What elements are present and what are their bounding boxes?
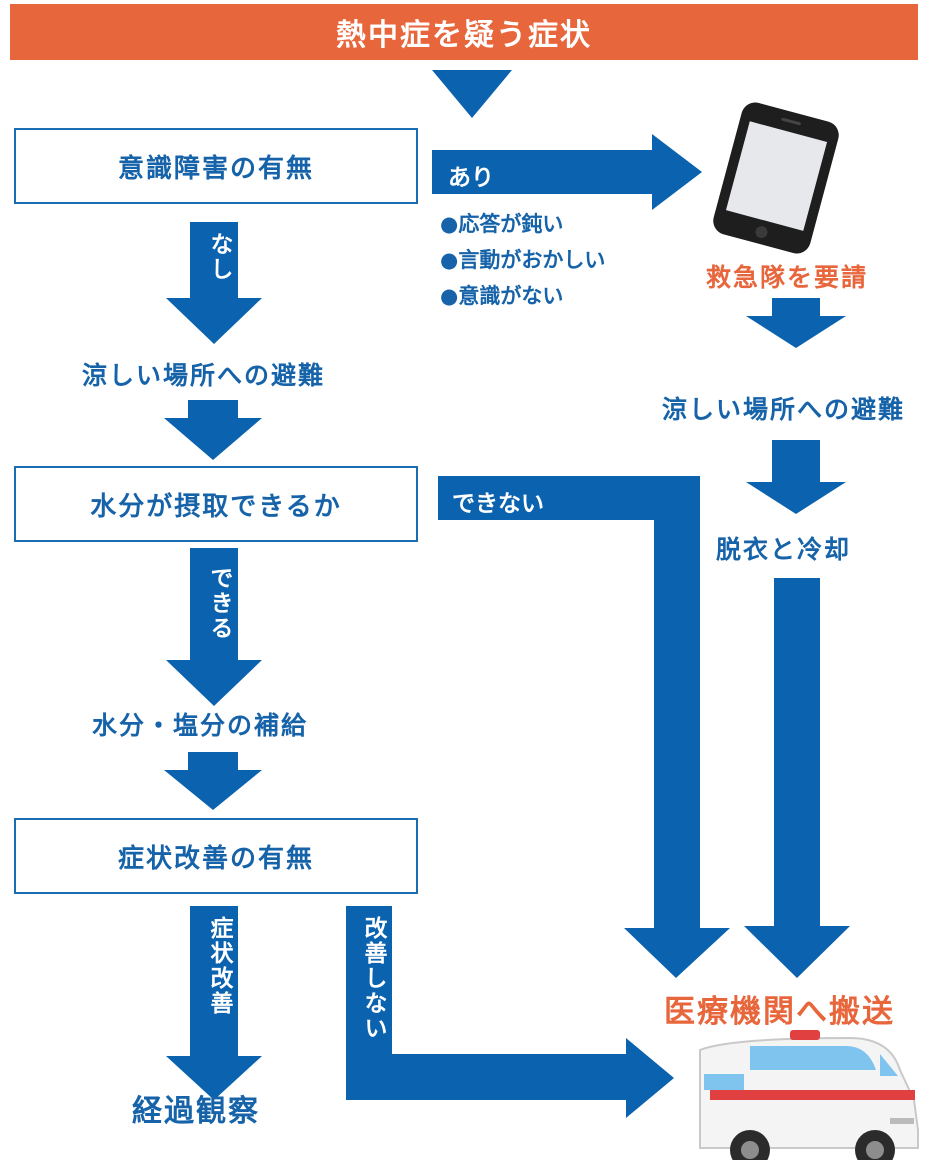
arrow-cannot — [438, 476, 730, 978]
arrow-improved-down — [166, 906, 262, 1100]
step-hydration: 水分・塩分の補給 — [92, 711, 309, 740]
label-cannot: できない — [452, 491, 544, 517]
box-improvement: 症状改善の有無 — [14, 818, 418, 894]
arrow-none-down — [166, 222, 262, 344]
step-cool-place-right: 涼しい場所への避難 — [662, 395, 906, 424]
arrow-to-hospital — [744, 578, 850, 978]
arrow-step2-down — [164, 752, 262, 810]
step-cool-place-left: 涼しい場所への避難 — [82, 361, 326, 390]
label-not-improved: 改善しない — [360, 916, 386, 1041]
box-can-drink: 水分が摂取できるか — [14, 466, 418, 542]
label-can: できる — [206, 566, 232, 641]
title-bar: 熱中症を疑う症状 — [10, 4, 918, 60]
label-improved: 症状改善 — [206, 916, 232, 1016]
label-none: なし — [206, 232, 232, 282]
symptom-2: ●言動がおかしい — [440, 248, 606, 272]
arrow-not-improved — [346, 906, 674, 1118]
result-observation: 経過観察 — [132, 1094, 260, 1129]
smartphone-icon — [713, 102, 839, 254]
step-undress-cool: 脱衣と冷却 — [716, 535, 852, 564]
transport-hospital: 医療機関へ搬送 — [664, 994, 895, 1030]
symptom-3: ●意識がない — [440, 284, 564, 308]
arrow-top — [432, 70, 512, 118]
symptom-1: ●応答が鈍い — [440, 212, 564, 236]
arrow-step1-right-down — [746, 440, 846, 514]
label-yes: あり — [448, 165, 494, 191]
call-ambulance: 救急隊を要請 — [706, 263, 869, 292]
arrow-can-down — [166, 548, 262, 706]
arrow-call-down — [746, 298, 846, 348]
page-title: 熱中症を疑う症状 — [336, 18, 592, 53]
arrow-yes-right — [432, 134, 702, 210]
box-consciousness: 意識障害の有無 — [14, 128, 418, 204]
arrow-step1-down — [164, 400, 262, 460]
ambulance-icon — [699, 1030, 919, 1160]
